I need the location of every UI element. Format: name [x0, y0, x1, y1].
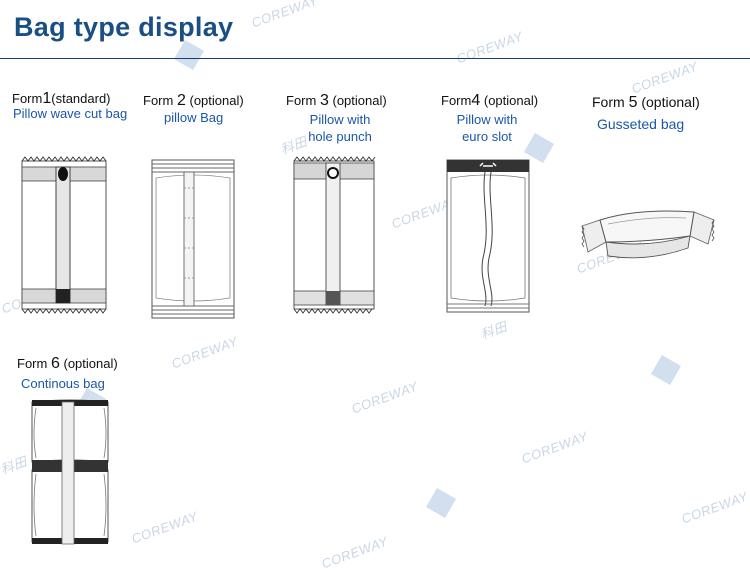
watermark-logo: COREWAY [169, 333, 240, 372]
form-3-heading: Form 3 (optional) [286, 92, 387, 109]
watermark-logo: COREWAY [319, 533, 390, 571]
watermark-logo: 科田 [0, 453, 30, 478]
form-5-bag-illustration [581, 210, 715, 259]
title-divider [0, 58, 750, 59]
form-6-bag-illustration [31, 399, 109, 545]
watermark-logo: COREWAY [349, 378, 420, 417]
watermark-logo: COREWAY [679, 488, 750, 527]
form-2-description: pillow Bag [164, 110, 224, 125]
form-1-bag-illustration [21, 156, 107, 314]
form-4-bag-illustration [446, 159, 530, 313]
form-1-heading: Form1(standard) [12, 90, 111, 107]
form-5-heading: Form 5 (optional) [592, 94, 700, 111]
watermark-square [425, 487, 457, 519]
watermark-square [650, 354, 682, 386]
form-4-heading: Form4 (optional) [441, 92, 539, 109]
form-5-description: Gusseted bag [597, 116, 685, 132]
form-2-heading: Form 2 (optional) [143, 92, 244, 109]
watermark-logo: COREWAY [454, 28, 525, 67]
form-2-bag-illustration [151, 159, 235, 319]
form-6-description: Continous bag [21, 376, 105, 391]
watermark-logo: 科田 [478, 318, 510, 343]
form-3-bag-illustration [293, 156, 376, 314]
form-1-description: Pillow wave cut bag [13, 106, 128, 121]
watermark-square [173, 39, 205, 71]
watermark-logo: COREWAY [519, 428, 590, 467]
form-6-heading: Form 6 (optional) [17, 355, 118, 372]
watermark-logo: COREWAY [249, 0, 320, 31]
page-title: Bag type display [14, 12, 234, 42]
watermark-logo: COREWAY [629, 58, 700, 97]
watermark-logo: COREWAY [129, 508, 200, 547]
